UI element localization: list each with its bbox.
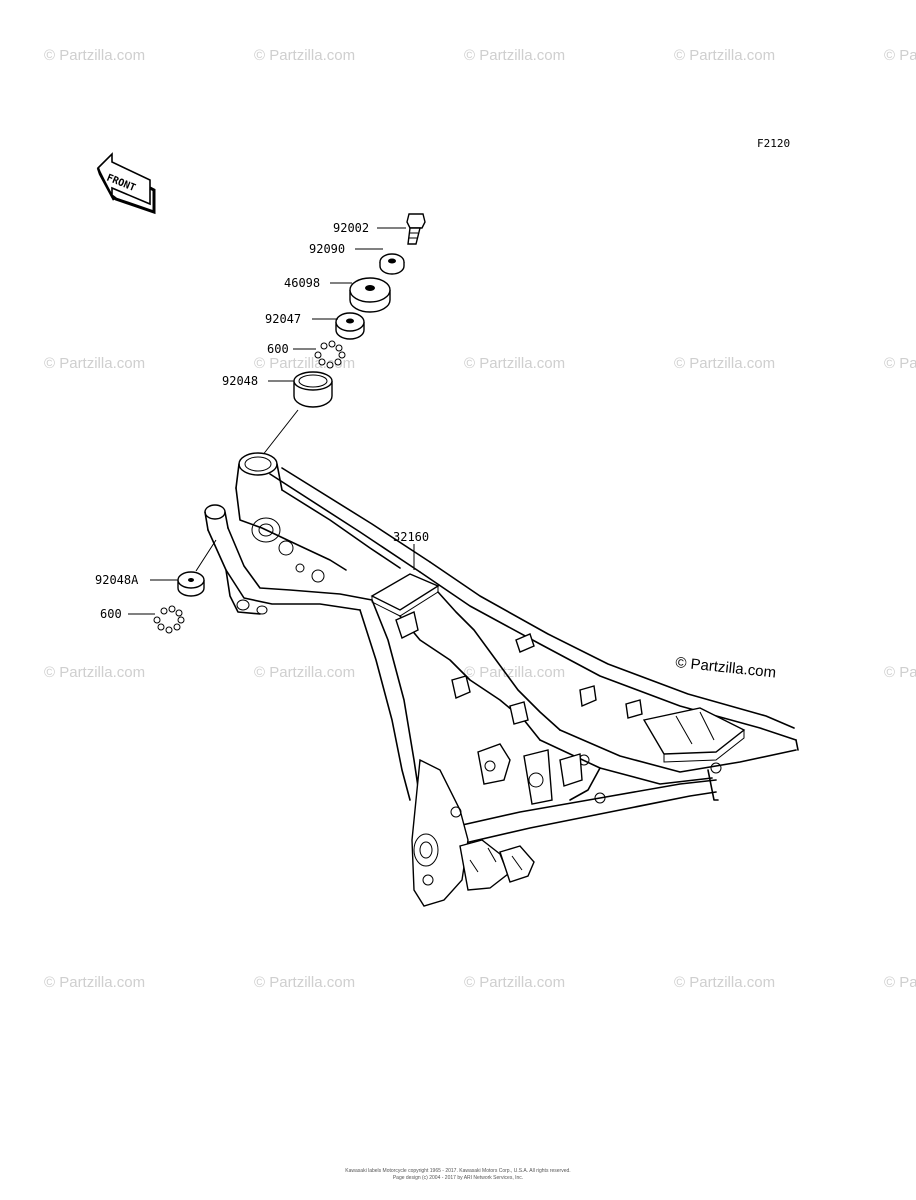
part-label-92090[interactable]: 92090 (309, 242, 345, 256)
bolt-92002[interactable] (406, 213, 426, 245)
watermark: © Partzilla.com (674, 355, 775, 372)
watermark: © Partzilla.com (884, 355, 916, 372)
watermark: © Partzilla.com (884, 664, 916, 681)
leader-92048A-frame (195, 539, 217, 572)
watermark: © Partzilla.com (254, 664, 355, 681)
damper-92047[interactable] (335, 312, 365, 340)
watermark: © Partzilla.com (674, 47, 775, 64)
part-label-92048A[interactable]: 92048A (95, 573, 139, 587)
part-label-92047[interactable]: 92047 (265, 312, 301, 326)
watermark: © Partzilla.com (464, 974, 565, 991)
part-label-92002[interactable]: 92002 (333, 221, 369, 235)
race-92048A[interactable] (177, 571, 205, 597)
part-label-32160[interactable]: 32160 (393, 530, 429, 544)
watermark-grid: © Partzilla.com © Partzilla.com © Partzi… (44, 47, 916, 991)
race-cup-92048[interactable] (293, 371, 333, 408)
copyright-line-2: Page design (c) 2004 - 2017 by ARI Netwo… (393, 1175, 523, 1181)
brand-watermark: © Partzilla.com (675, 654, 777, 681)
part-label-92048[interactable]: 92048 (222, 374, 258, 388)
watermark: © Partzilla.com (254, 47, 355, 64)
watermark: © Partzilla.com (44, 47, 145, 64)
ball-bearings-600-lower[interactable] (153, 605, 185, 634)
frame-32160[interactable] (204, 452, 799, 907)
collar-92090[interactable] (379, 253, 405, 275)
watermark: © Partzilla.com (44, 664, 145, 681)
leader-92048-frame (261, 409, 299, 457)
watermark: © Partzilla.com (464, 664, 565, 681)
watermark: © Partzilla.com (884, 47, 916, 64)
copyright-line-1: Kawasaki labels Motorcycle copyright 196… (345, 1168, 570, 1174)
watermark: © Partzilla.com (674, 974, 775, 991)
watermark: © Partzilla.com (44, 355, 145, 372)
watermark: © Partzilla.com (884, 974, 916, 991)
watermark: © Partzilla.com (44, 974, 145, 991)
figure-code: F2120 (757, 137, 790, 150)
part-label-600-upper[interactable]: 600 (267, 342, 289, 356)
damper-46098[interactable] (349, 277, 391, 313)
watermark: © Partzilla.com (254, 974, 355, 991)
ball-bearings-600-upper[interactable] (314, 340, 346, 369)
watermark: © Partzilla.com (464, 47, 565, 64)
part-label-600-lower[interactable]: 600 (100, 607, 122, 621)
front-arrow-icon: FRONT (96, 152, 156, 215)
watermark: © Partzilla.com (464, 355, 565, 372)
part-label-46098[interactable]: 46098 (284, 276, 320, 290)
